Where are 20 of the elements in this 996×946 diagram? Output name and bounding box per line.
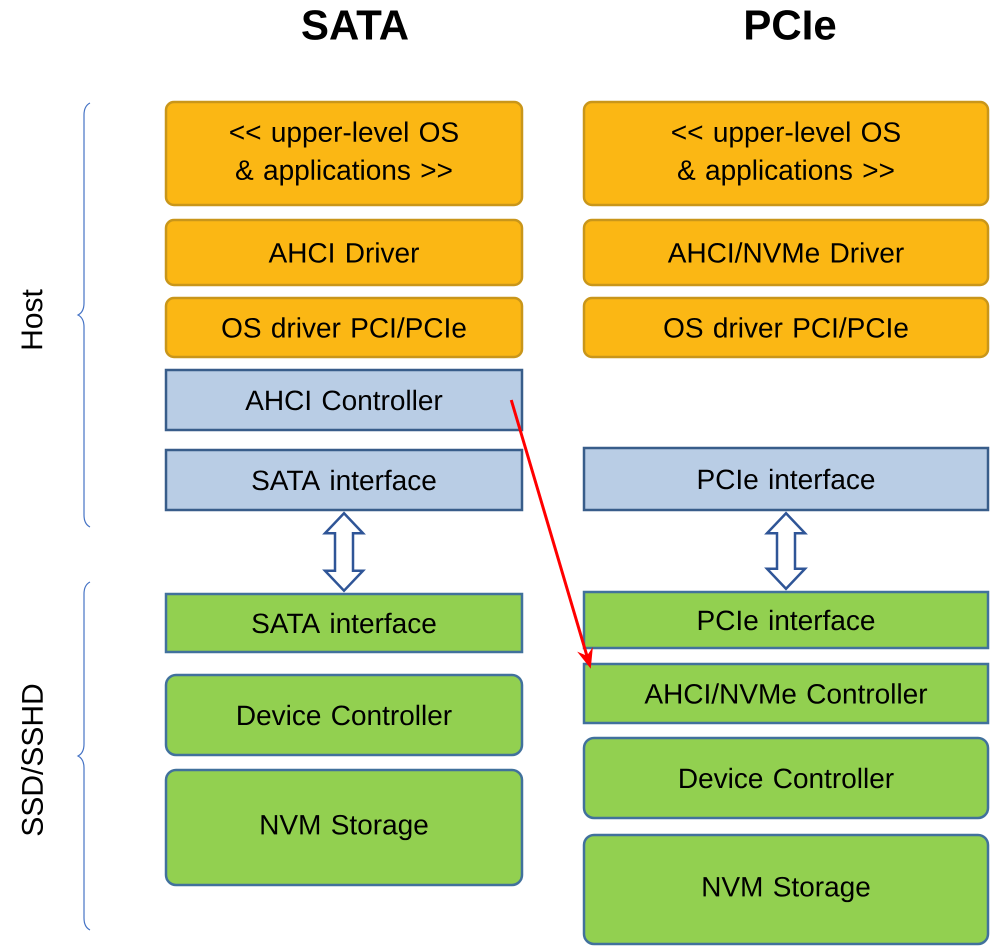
column-heading: PCIe [746, 10, 836, 40]
side-label: Host [22, 289, 42, 348]
process-box: << upper-level OS & applications >> [164, 100, 524, 206]
interface-box: AHCI/NVMe Controller [582, 662, 990, 724]
process-box: OS driver PCI/PCIe [582, 296, 990, 358]
process-box: NVM Storage [582, 834, 990, 946]
process-box: << upper-level OS & applications >> [582, 100, 990, 206]
interface-box: SATA interface [164, 592, 524, 654]
interface-box: PCIe interface [582, 446, 990, 512]
interface-box: PCIe interface [582, 590, 990, 650]
column-heading: SATA [302, 10, 408, 40]
side-label: SSD/SSHD [21, 684, 44, 836]
process-box: AHCI/NVMe Driver [582, 218, 990, 286]
interface-box: AHCI Controller [164, 368, 524, 432]
process-box: Device Controller [582, 736, 990, 820]
interface-box: SATA interface [164, 448, 524, 512]
process-box: Device Controller [164, 674, 524, 756]
process-box: NVM Storage [164, 768, 524, 886]
process-box: OS driver PCI/PCIe [164, 296, 524, 358]
process-box: AHCI Driver [164, 218, 524, 286]
